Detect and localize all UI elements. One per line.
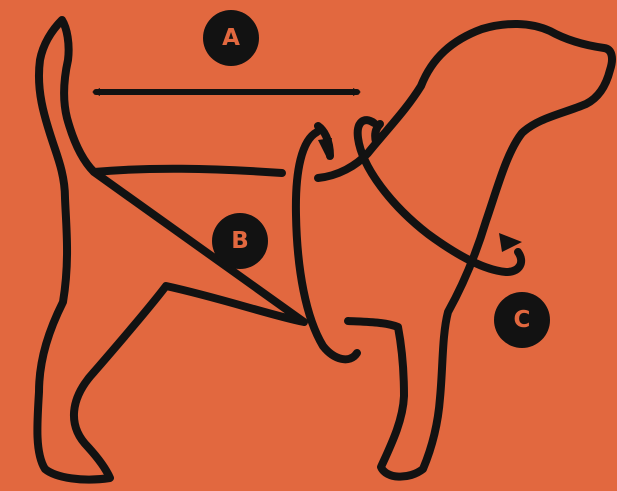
badge-a: A	[203, 10, 259, 66]
badge-c: C	[494, 292, 550, 348]
badge-a-label: A	[222, 27, 240, 50]
badge-b: B	[212, 213, 268, 269]
dog-outline-icon	[37, 20, 612, 480]
badge-c-label: C	[514, 309, 531, 332]
badge-b-label: B	[231, 230, 249, 253]
